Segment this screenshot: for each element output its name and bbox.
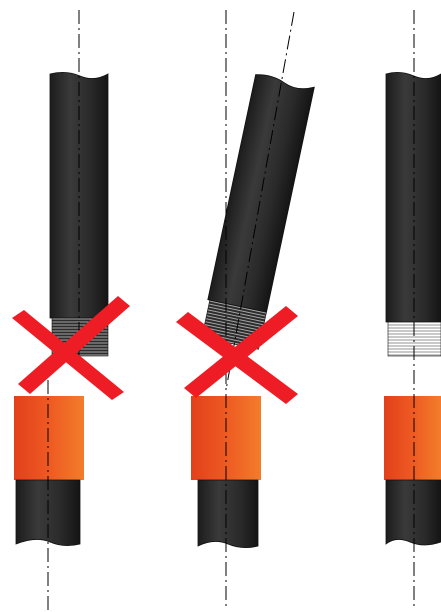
red-cross-icon bbox=[12, 296, 130, 400]
panel-aligned bbox=[384, 10, 441, 610]
panel-misaligned-angled bbox=[176, 10, 315, 610]
panel-misaligned-offset bbox=[12, 10, 130, 610]
coupling bbox=[14, 396, 84, 480]
coupling bbox=[384, 396, 441, 480]
lower-pipe bbox=[385, 479, 441, 546]
red-cross-icon bbox=[176, 306, 298, 404]
lower-pipe bbox=[197, 479, 259, 548]
tilted-centerline bbox=[225, 11, 295, 391]
upper-pipe bbox=[207, 74, 315, 313]
upper-pipe bbox=[49, 72, 109, 319]
